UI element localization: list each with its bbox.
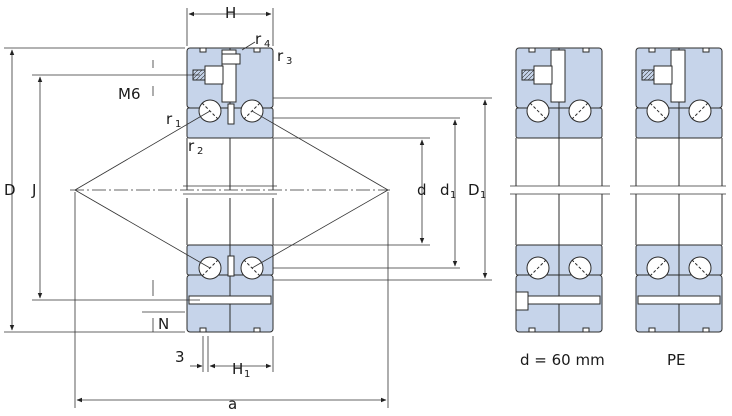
variant-60mm [515,47,603,333]
center-lines [70,185,726,195]
label-J: J [31,181,36,199]
label-r3: r [277,47,284,65]
label-3: 3 [175,348,185,366]
label-a: a [228,395,237,411]
label-d1-sub: 1 [450,190,456,201]
dimension-labels: H r 4 r 3 M6 r 1 r 2 D J d d 1 D 1 N 3 H… [4,4,486,413]
label-r4: r [255,30,262,48]
label-N: N [158,315,169,333]
label-r1-sub: 1 [175,119,181,130]
label-r4-sub: 4 [264,39,270,50]
label-r3-sub: 3 [286,56,292,67]
label-D1: D [468,181,480,199]
label-M6: M6 [118,85,141,103]
spacer-top [227,103,235,125]
contact-angle-lines [74,110,389,269]
dimension-lines [4,8,492,408]
screw-housing [204,65,224,85]
bottom-groove [188,295,272,305]
label-H1-sub: 1 [244,369,250,380]
label-r2-sub: 2 [197,146,203,157]
spacer-bottom [227,255,235,277]
label-r2: r [188,137,195,155]
lube-port [221,53,241,65]
label-d1: d [440,181,450,199]
label-r1: r [166,110,173,128]
label-d: d [417,181,427,199]
variant-pe [635,47,723,333]
label-H1: H [232,360,243,378]
caption-60mm: d = 60 mm [520,351,605,369]
caption-pe: PE [667,351,686,369]
label-D: D [4,181,16,199]
label-H: H [225,4,236,22]
label-D1-sub: 1 [480,190,486,201]
